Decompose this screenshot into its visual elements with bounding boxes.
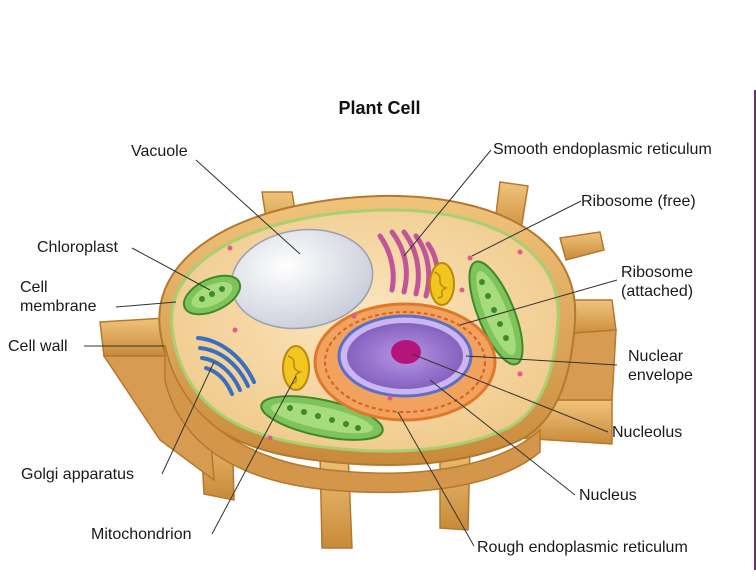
ribosome-free bbox=[227, 245, 523, 441]
cell-wall-lower-face bbox=[164, 344, 541, 494]
golgi-apparatus bbox=[196, 336, 256, 396]
label-nuclear-envelope: Nuclear envelope bbox=[628, 348, 693, 384]
chloroplast bbox=[182, 274, 242, 316]
mitochondrion bbox=[282, 345, 310, 391]
label-cell-membrane: Cell membrane bbox=[20, 279, 97, 315]
nucleolus bbox=[391, 340, 421, 364]
leader-lines bbox=[84, 149, 618, 547]
label-nucleus: Nucleus bbox=[579, 487, 637, 504]
label-cell-wall: Cell wall bbox=[8, 338, 68, 355]
label-nucleolus: Nucleolus bbox=[612, 424, 683, 441]
label-ribosome-free: Ribosome (free) bbox=[581, 193, 696, 210]
label-golgi-apparatus: Golgi apparatus bbox=[21, 466, 134, 483]
label-chloroplast: Chloroplast bbox=[37, 239, 118, 256]
page-edge-border bbox=[754, 90, 756, 570]
label-vacuole: Vacuole bbox=[131, 143, 188, 160]
mitochondrion bbox=[429, 262, 455, 306]
chloroplast bbox=[260, 395, 384, 441]
label-ribosome-attached: Ribosome (attached) bbox=[621, 264, 694, 300]
label-mitochondrion: Mitochondrion bbox=[91, 526, 192, 543]
diagram-title: Plant Cell bbox=[338, 98, 421, 118]
label-smooth-er: Smooth endoplasmic reticulum bbox=[493, 141, 712, 158]
label-rough-er: Rough endoplasmic reticulum bbox=[477, 539, 688, 556]
